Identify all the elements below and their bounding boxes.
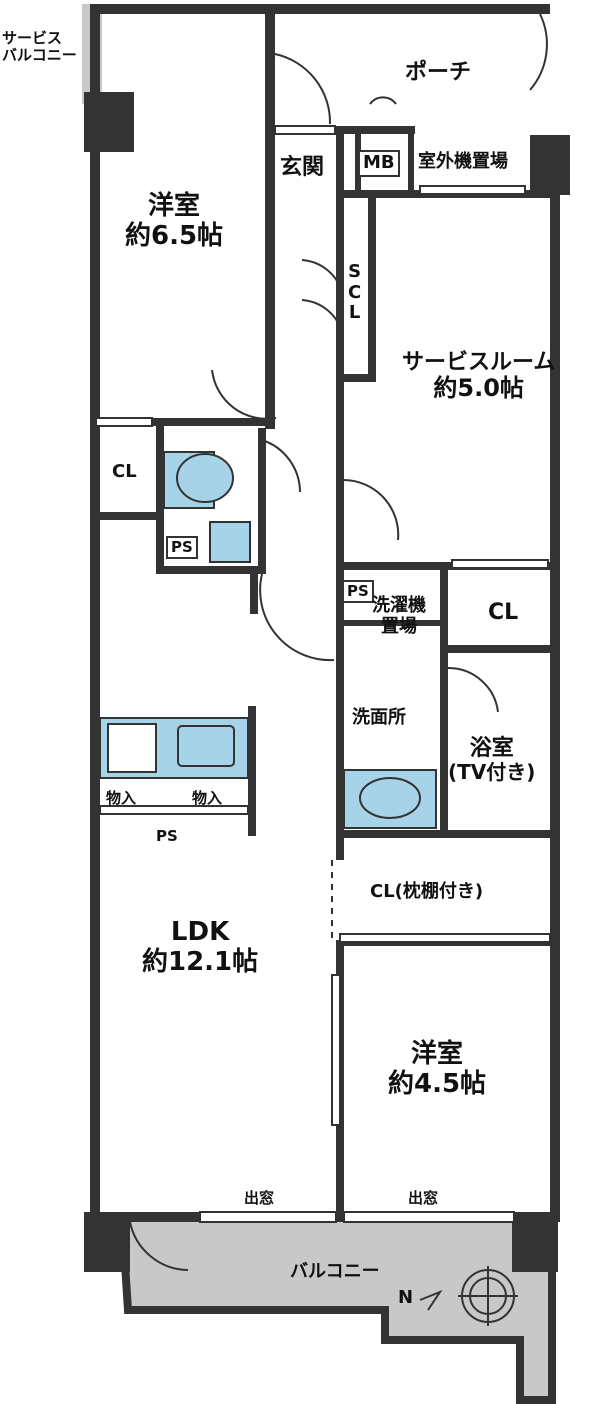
bay-window-right-label: 出窓 bbox=[408, 1189, 439, 1207]
entrance-label: 玄関 bbox=[280, 155, 325, 180]
washroom-label: 洗面所 bbox=[352, 707, 406, 728]
washer-space-label: 洗濯機 置場 bbox=[372, 595, 426, 637]
ps-mid-label: PS bbox=[342, 580, 374, 604]
door-swings bbox=[129, 13, 548, 1271]
outdoor-unit-label: 室外機置場 bbox=[418, 151, 508, 172]
bathroom-name: 浴室 bbox=[469, 736, 514, 761]
stove-icon bbox=[107, 723, 157, 773]
western-room-1-size: 約6.5帖 bbox=[125, 220, 224, 251]
bay-window-left-label: 出窓 bbox=[244, 1189, 275, 1207]
porch-label: ポーチ bbox=[405, 60, 472, 85]
window-lines bbox=[95, 125, 551, 1223]
western-room-1-name: 洋室 bbox=[148, 191, 201, 221]
hand-wash-fixture bbox=[209, 521, 251, 563]
storage-right-label: 物入 bbox=[192, 789, 223, 807]
cl-right-label: CL bbox=[488, 600, 519, 625]
ps-kitchen-label: PS bbox=[156, 827, 178, 845]
western-room-2-name: 洋室 bbox=[411, 1039, 464, 1069]
service-balcony-line1: サービス bbox=[2, 29, 63, 47]
ldk-label: LDK 約12.1帖 bbox=[142, 917, 259, 978]
ldk-name: LDK bbox=[170, 917, 230, 947]
service-balcony-line2: バルコニー bbox=[2, 46, 77, 65]
bathroom-label: 浴室 (TV付き) bbox=[448, 736, 535, 784]
western-room-2-size: 約4.5帖 bbox=[388, 1068, 487, 1099]
balcony-label: バルコニー bbox=[290, 1261, 380, 1282]
cl-left-label: CL bbox=[112, 461, 137, 482]
scl-s: S bbox=[348, 261, 362, 282]
service-room-name: サービスルーム bbox=[402, 350, 556, 375]
scl-label: S C L bbox=[348, 261, 362, 324]
mb-label: MB bbox=[358, 150, 400, 177]
scl-c: C bbox=[348, 281, 362, 303]
ldk-size: 約12.1帖 bbox=[142, 946, 259, 977]
kitchen-sink-icon bbox=[177, 725, 235, 767]
outer-walls bbox=[84, 4, 570, 1272]
service-room-size: 約5.0帖 bbox=[433, 374, 524, 403]
scl-l: L bbox=[348, 302, 361, 324]
western-room-2-label: 洋室 約4.5帖 bbox=[388, 1039, 487, 1100]
service-room-label: サービスルーム 約5.0帖 bbox=[402, 350, 555, 403]
storage-left-label: 物入 bbox=[106, 789, 137, 807]
washer-line2: 置場 bbox=[381, 615, 417, 637]
service-balcony-label: サービス バルコニー bbox=[2, 29, 77, 65]
ps-left-label: PS bbox=[166, 536, 198, 560]
north-label: N bbox=[398, 1287, 414, 1308]
compass-icon bbox=[419, 1266, 518, 1326]
washbasin-bowl-icon bbox=[359, 777, 421, 819]
bathroom-note: (TV付き) bbox=[448, 760, 536, 785]
cl-shelf-label: CL(枕棚付き) bbox=[370, 881, 484, 902]
western-room-1-label: 洋室 約6.5帖 bbox=[125, 191, 224, 252]
washer-line1: 洗濯機 bbox=[372, 595, 426, 616]
fixtures bbox=[99, 451, 437, 829]
